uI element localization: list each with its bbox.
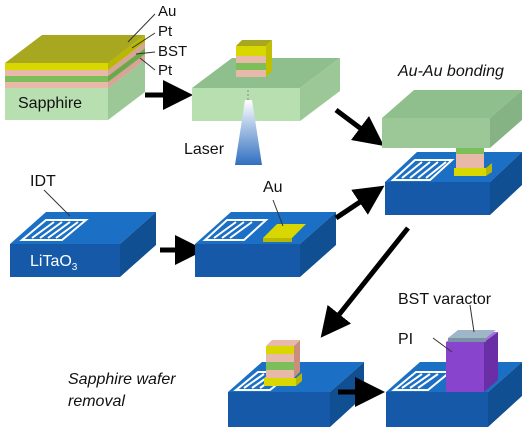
after-sapphire-removal [228, 340, 364, 427]
pt-bottom-front [5, 82, 108, 88]
pillar-pt-bottom [236, 70, 266, 77]
au-pad-pointer-line [272, 199, 284, 227]
arrow-au-to-bonding [334, 185, 385, 221]
label-bst-varactor: BST varactor [398, 291, 492, 308]
litao3-subscript: 3 [71, 262, 78, 274]
au-top [5, 35, 145, 63]
sapphire-wafer-stack [5, 35, 145, 120]
final-device-with-pi [386, 330, 522, 427]
idt-pattern-bonded [390, 159, 455, 181]
label-bst: BST [158, 43, 188, 60]
sapphire-side [108, 60, 145, 120]
label-sapphire-removal-line2: removal [68, 393, 125, 410]
label-laser: Laser [184, 141, 225, 158]
laser-beam [235, 100, 262, 165]
label-sapphire-removal-line1: Sapphire wafer [68, 371, 176, 388]
label-pi: PI [398, 331, 414, 348]
arrow-bonding-to-removal [320, 226, 410, 338]
idt-pattern [19, 219, 89, 241]
pi-pointer [432, 337, 453, 353]
label-litao3: LiTaO3 [30, 254, 77, 273]
pi-block-front [446, 342, 484, 392]
label-au-top: Au [158, 3, 177, 20]
sapphire-front [5, 88, 108, 120]
label-sapphire: Sapphire [18, 95, 83, 112]
litao3-substrate-idt [10, 212, 156, 277]
bst-varactor-top [448, 330, 496, 338]
idt-pointer-line [43, 189, 71, 217]
bst-varactor-pointer [469, 304, 475, 333]
label-au-au-bonding: Au-Au bonding [398, 63, 504, 80]
au-pad [263, 224, 306, 238]
pillar-bst [236, 63, 266, 70]
label-au-pad: Au [263, 179, 283, 196]
bonded-stack [382, 90, 522, 215]
laser-patterned-sapphire [192, 40, 340, 165]
pillar-au [236, 46, 266, 56]
label-pt-top: Pt [158, 23, 173, 40]
bst-front [5, 76, 108, 82]
litao3-text: LiTaO [30, 253, 72, 270]
pillar-pt-top [236, 56, 266, 63]
pt-top-front [5, 70, 108, 76]
litao3-with-au-pad [195, 212, 336, 277]
label-pt-bottom: Pt [158, 62, 173, 79]
arrow-step2-to-step3 [334, 108, 384, 146]
label-idt: IDT [30, 173, 56, 190]
au-front [5, 63, 108, 70]
layer-pointer-lines [127, 13, 156, 71]
